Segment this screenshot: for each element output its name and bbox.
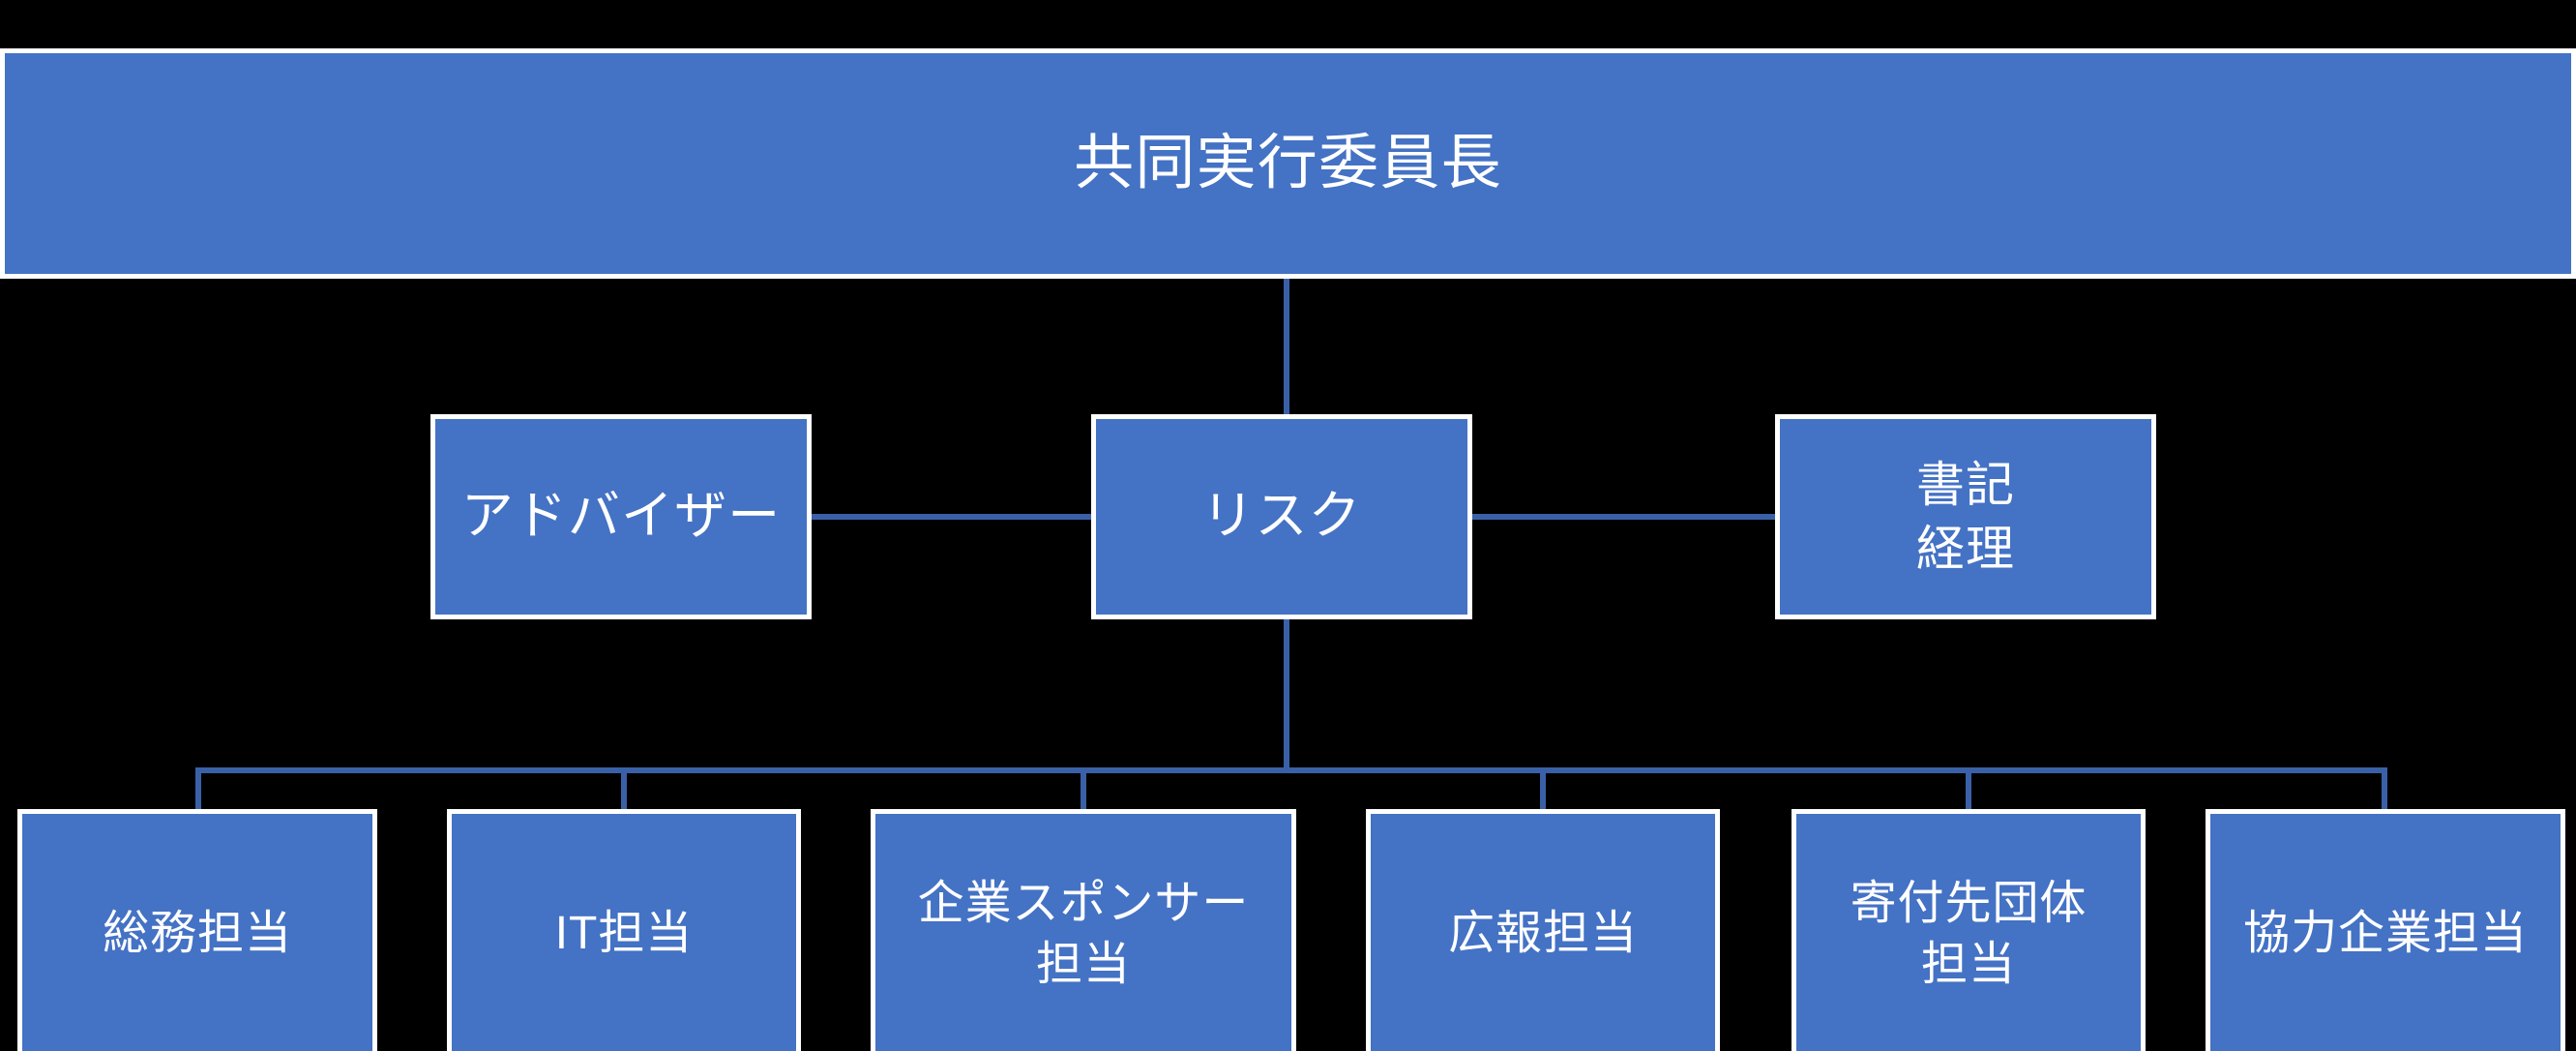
node-advisor-label: アドバイザー	[460, 487, 782, 546]
connector-risk-to-bus	[1284, 619, 1289, 770]
node-secretary[interactable]: 書記 経理	[1775, 414, 2156, 619]
connector-bus-to-sponsor	[1081, 767, 1086, 809]
node-donation-label: 寄付先団体 担当	[1850, 877, 2087, 990]
node-pr[interactable]: 広報担当	[1366, 809, 1720, 1051]
node-general-affairs-label: 総務担当	[103, 908, 292, 960]
node-risk-label: リスク	[1201, 487, 1362, 546]
connector-horizontal-bus	[195, 767, 2387, 773]
node-risk[interactable]: リスク	[1091, 414, 1472, 619]
node-it-label: IT担当	[554, 908, 694, 960]
node-donation[interactable]: 寄付先団体 担当	[1791, 809, 2146, 1051]
connector-risk-to-secretary	[1472, 514, 1775, 520]
node-sponsor-label: 企業スポンサー 担当	[917, 877, 1250, 990]
node-partner[interactable]: 協力企業担当	[2206, 809, 2565, 1051]
node-chair-label: 共同実行委員長	[1074, 130, 1502, 197]
node-pr-label: 広報担当	[1448, 908, 1638, 960]
node-it[interactable]: IT担当	[447, 809, 801, 1051]
connector-bus-to-donation	[1966, 767, 1971, 809]
node-sponsor[interactable]: 企業スポンサー 担当	[871, 809, 1296, 1051]
node-general-affairs[interactable]: 総務担当	[17, 809, 377, 1051]
connector-bus-to-partner	[2382, 767, 2387, 809]
connector-chair-to-risk	[1284, 279, 1289, 414]
connector-bus-to-it	[621, 767, 627, 809]
node-partner-label: 協力企業担当	[2243, 908, 2528, 960]
connector-risk-to-advisor	[812, 514, 1091, 520]
node-secretary-label: 書記 経理	[1916, 458, 2015, 576]
connector-bus-to-pr	[1540, 767, 1546, 809]
connector-bus-to-general-affairs	[195, 767, 201, 809]
node-chair[interactable]: 共同実行委員長	[0, 48, 2576, 279]
node-advisor[interactable]: アドバイザー	[430, 414, 812, 619]
